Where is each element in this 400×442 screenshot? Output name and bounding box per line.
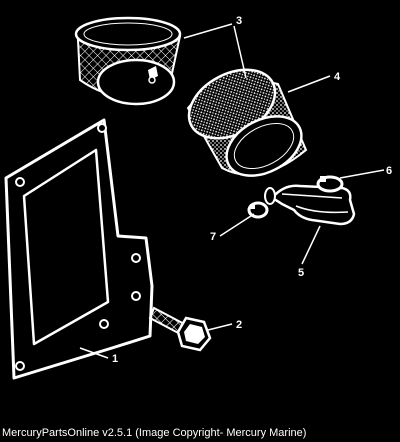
hose-clamp-upper xyxy=(316,175,344,193)
air-filter-canister xyxy=(74,16,182,106)
bolt xyxy=(148,306,212,352)
hose xyxy=(264,184,356,226)
callout-7: 7 xyxy=(210,231,216,243)
foam-filter-element xyxy=(186,68,308,177)
callout-5: 5 xyxy=(298,267,304,279)
callout-6: 6 xyxy=(386,165,392,177)
copyright-caption: MercuryPartsOnline v2.5.1 (Image Copyrig… xyxy=(2,427,307,439)
callout-4: 4 xyxy=(334,71,341,83)
gasket-plate xyxy=(4,118,154,380)
callout-3: 3 xyxy=(236,15,242,27)
callout-1: 1 xyxy=(112,353,118,365)
leader-lines xyxy=(79,23,385,359)
callout-2: 2 xyxy=(236,319,242,331)
parts-diagram: 3 4 6 7 5 2 1 xyxy=(4,15,393,380)
